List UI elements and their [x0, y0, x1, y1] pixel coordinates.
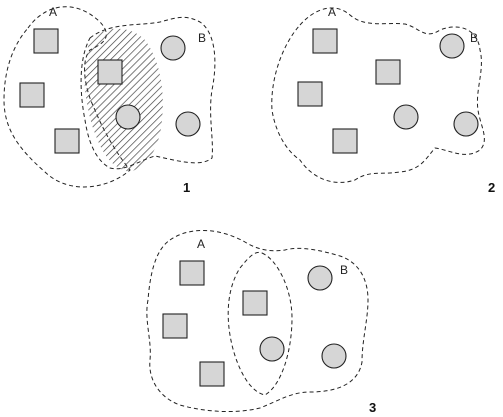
- panel-2: A B 2: [271, 5, 495, 195]
- circle-element: [307, 265, 333, 291]
- symmetric-difference-hatched-region: [146, 230, 369, 413]
- square-element: [54, 128, 80, 154]
- circle-element: [321, 343, 347, 369]
- circle-element: [175, 111, 201, 137]
- set-a-label: A: [49, 5, 57, 19]
- square-element: [97, 59, 123, 85]
- set-b-hatched-region: [84, 28, 163, 172]
- square-element: [375, 59, 401, 85]
- square-element: [19, 82, 45, 108]
- circle-element: [115, 104, 141, 130]
- circle-element: [160, 35, 186, 61]
- square-element: [33, 28, 59, 54]
- circle-element: [259, 336, 285, 362]
- square-element: [297, 81, 323, 107]
- panel-1: A B 1: [3, 5, 216, 195]
- square-element: [162, 313, 188, 339]
- union-hatched-region: [271, 7, 485, 183]
- square-element: [179, 260, 205, 286]
- panel-number: 2: [488, 180, 495, 195]
- set-a-label: A: [328, 5, 336, 19]
- circle-element: [439, 33, 465, 59]
- square-element: [312, 28, 338, 54]
- circle-element: [393, 104, 419, 130]
- intersection-white-region: [227, 251, 293, 396]
- panel-3: A B 3: [146, 230, 376, 415]
- square-element: [332, 128, 358, 154]
- set-b-label: B: [198, 31, 206, 45]
- circle-element: [453, 111, 479, 137]
- panel-number: 1: [183, 180, 190, 195]
- set-b-label: B: [470, 31, 478, 45]
- square-element: [199, 361, 225, 387]
- set-a-label: A: [197, 237, 205, 251]
- panel-number: 3: [369, 400, 376, 415]
- set-b-label: B: [340, 263, 348, 277]
- set-b-outline: [80, 16, 216, 170]
- square-element: [242, 290, 268, 316]
